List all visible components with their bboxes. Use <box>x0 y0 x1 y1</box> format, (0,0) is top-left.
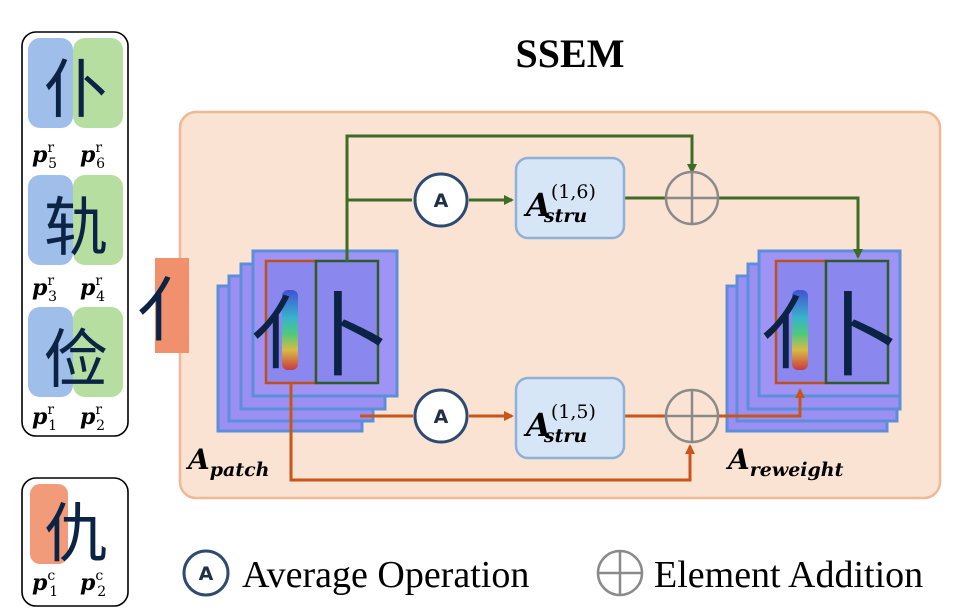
average-op-top: A <box>413 172 469 228</box>
average-op-top-symbol: A <box>434 190 449 212</box>
output-right-patch-glyph: 卜 <box>810 283 902 390</box>
structure-block-top-label: A(1,6)stru <box>523 181 596 227</box>
output-feature-stack: 亻 卜 <box>725 249 902 433</box>
orange-branch <box>289 383 805 482</box>
left-panel-char-1: 仆 <box>44 54 108 128</box>
input-label: Apatch <box>185 443 270 481</box>
input-feature-stack: 亻 卜 <box>216 249 399 433</box>
structure-block-bottom-label: A(1,5)stru <box>523 401 596 447</box>
output-right-patch <box>824 259 890 385</box>
average-op-bottom: A <box>413 388 469 444</box>
input-right-patch-glyph: 卜 <box>300 283 392 390</box>
legend-average-label: Average Operation <box>242 554 529 596</box>
legend-average-icon: A <box>182 549 230 597</box>
side-radical-patch: 亻 <box>137 258 207 353</box>
output-label: Areweight <box>725 443 844 481</box>
input-right-patch <box>314 259 380 385</box>
legend-addition-icon <box>596 549 644 597</box>
structure-block-bottom: A(1,5)stru <box>514 376 626 460</box>
side-radical-glyph: 亻 <box>137 270 207 352</box>
orange-add-to-output-arrow <box>718 388 805 418</box>
average-op-bottom-symbol: A <box>434 406 449 428</box>
left-panel-char-3: 俭 <box>44 324 108 398</box>
orange-skip-arrow <box>289 383 695 482</box>
legend-average-symbol: A <box>199 563 214 585</box>
structure-block-top: A(1,6)stru <box>514 156 626 240</box>
legend-addition-label: Element Addition <box>654 554 923 596</box>
addition-op-bottom <box>664 388 720 444</box>
left-panel-char-2: 轨 <box>44 192 108 266</box>
bottom-panel-char: 仇 <box>44 498 108 572</box>
green-branch <box>345 134 863 262</box>
legend: A Average Operation Element Addition <box>182 549 923 597</box>
addition-op-top <box>664 170 720 226</box>
diagram-title: SSEM <box>516 31 625 76</box>
green-add-to-output-arrow <box>718 196 863 259</box>
